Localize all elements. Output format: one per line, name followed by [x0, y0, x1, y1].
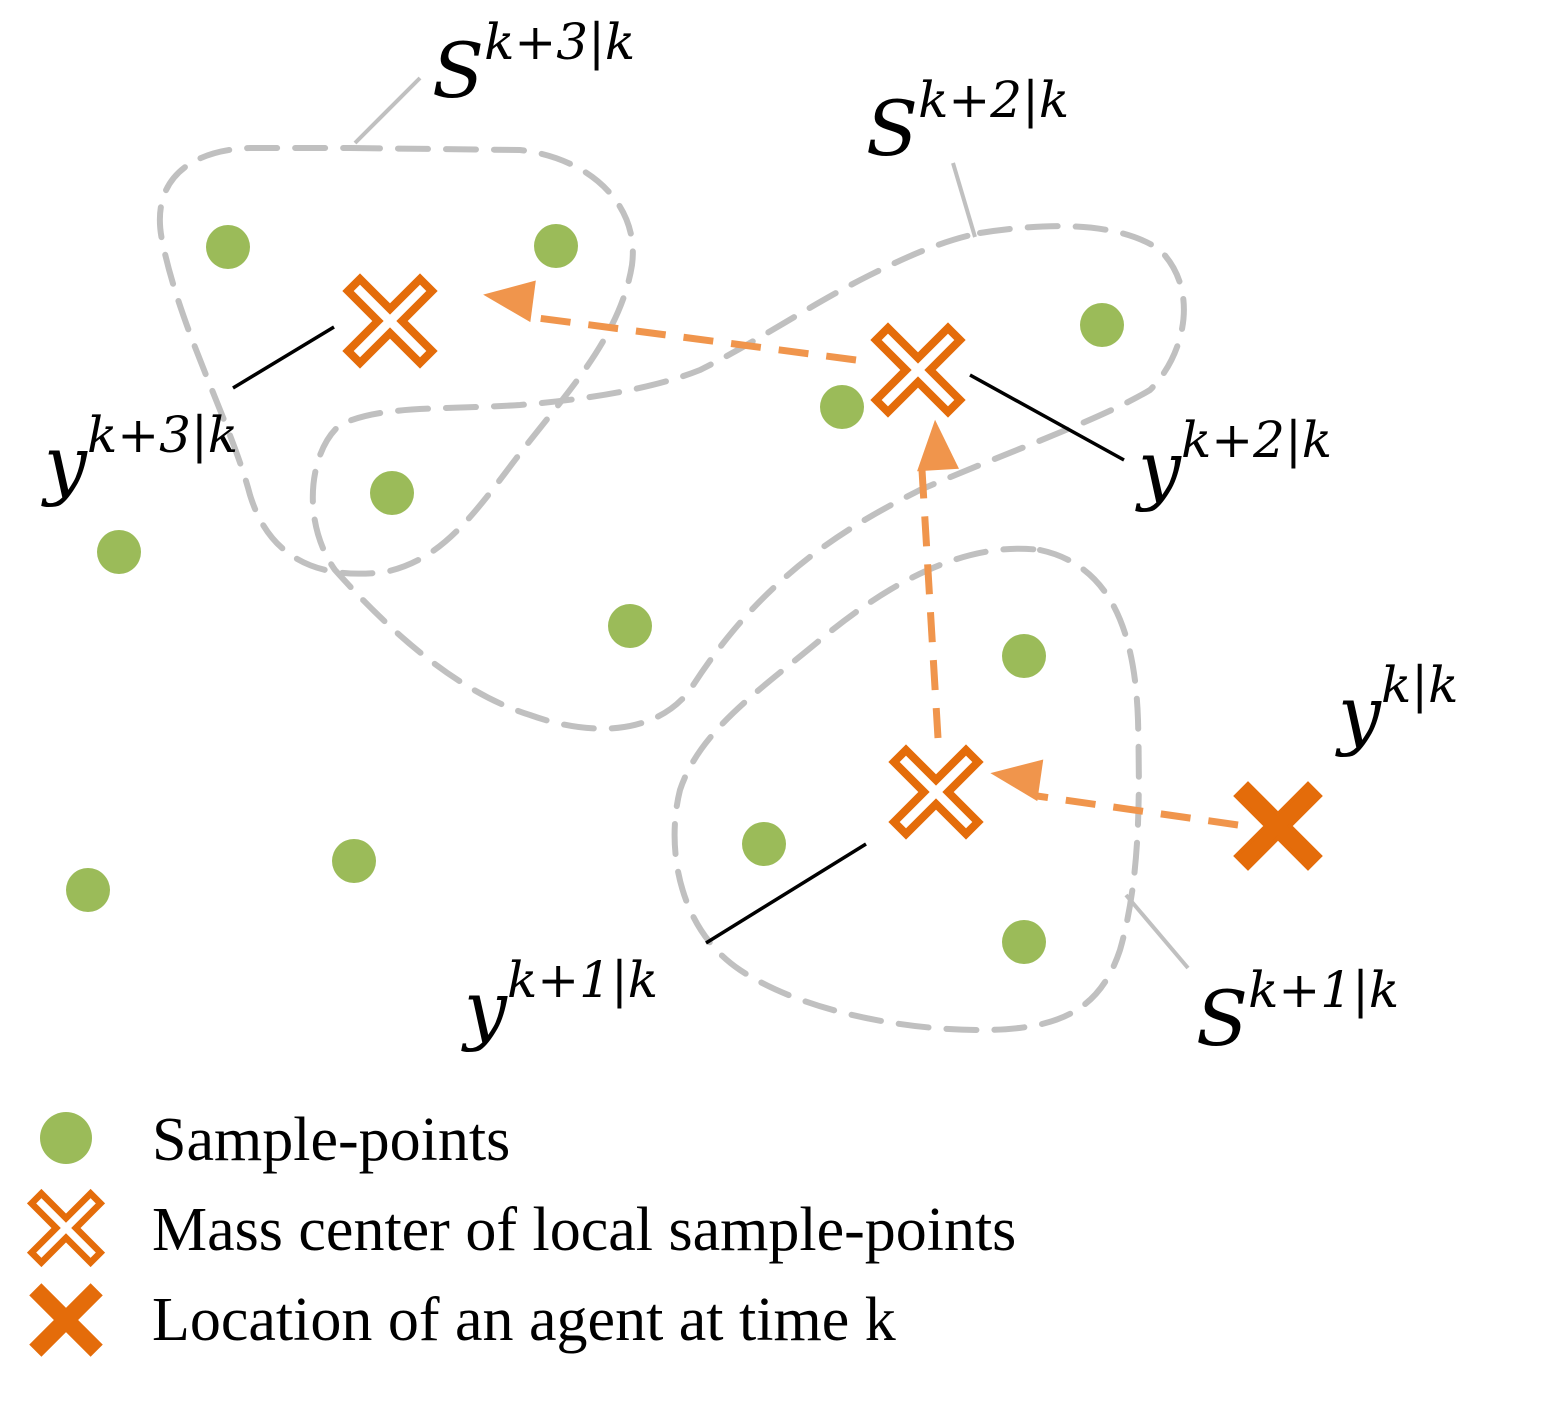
green-dot-icon — [40, 1112, 92, 1164]
leader-y-k3 — [232, 325, 335, 390]
sample-point — [1080, 303, 1124, 347]
legend-label-sample-points: Sample-points — [152, 1106, 510, 1174]
region-s-k3 — [156, 145, 636, 577]
label-s-k1: Sk+1|k — [1196, 961, 1399, 1063]
leader-y-k2 — [969, 373, 1125, 462]
sample-point — [742, 822, 786, 866]
label-s-k2: Sk+2|k — [866, 71, 1069, 173]
arrow-agent-to-y1 — [990, 759, 1239, 829]
agent-location-icon — [1234, 782, 1322, 870]
sample-point — [332, 839, 376, 883]
legend-label-agent-location: Location of an agent at time k — [152, 1286, 896, 1354]
hollow-cross-icon — [32, 1194, 101, 1263]
region-s-k2 — [309, 223, 1187, 732]
sample-point — [1002, 634, 1046, 678]
mass-center-y-k1-icon — [894, 750, 978, 834]
sample-point — [820, 385, 864, 429]
leader-y-k1 — [705, 842, 867, 945]
mass-center-y-k2-icon — [876, 328, 960, 412]
leader-s-k3 — [353, 76, 422, 145]
sample-point — [97, 530, 141, 574]
sample-point — [370, 471, 414, 515]
sample-point — [66, 868, 110, 912]
sample-point — [534, 224, 578, 268]
label-y-k1: yk+1|k — [461, 951, 658, 1053]
sample-point — [206, 225, 250, 269]
leader-s-k2 — [951, 162, 977, 238]
sample-points — [66, 224, 1124, 964]
sample-point — [1002, 920, 1046, 964]
label-s-k3: Sk+3|k — [432, 13, 635, 115]
leader-s-k1 — [1124, 893, 1190, 970]
legend: Sample-points Mass center of local sampl… — [29, 1106, 1016, 1357]
mass-center-y-k3-icon — [348, 279, 432, 363]
label-y-k3: yk+3|k — [41, 406, 238, 508]
arrow-y2-to-y3 — [483, 280, 857, 364]
legend-label-mass-center: Mass center of local sample-points — [152, 1196, 1016, 1264]
region-s-k1 — [671, 545, 1142, 1034]
arrow-y1-to-y2 — [917, 419, 959, 739]
label-y-k2: yk+2|k — [1135, 411, 1332, 513]
solid-cross-icon — [29, 1283, 103, 1357]
label-y-k: yk|k — [1335, 656, 1458, 758]
sample-point — [608, 604, 652, 648]
